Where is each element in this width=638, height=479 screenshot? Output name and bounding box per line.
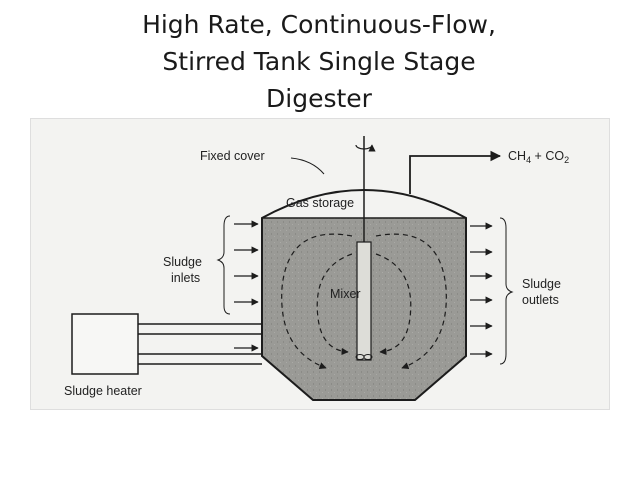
- inlet-arrows: [234, 220, 259, 352]
- label-gas-outlet: CH4 + CO2: [508, 149, 569, 165]
- title-line-1: High Rate, Continuous-Flow,: [142, 10, 496, 39]
- label-gas-storage: Gas storage: [286, 196, 354, 210]
- digester-diagram: Fixed cover Gas storage Mixer Sludge inl…: [30, 118, 610, 410]
- mixer-sleeve: [356, 241, 372, 361]
- tank-outline: [261, 189, 467, 401]
- label-sludge-inlets-2: inlets: [171, 271, 200, 285]
- slide-title: High Rate, Continuous-Flow, Stirred Tank…: [0, 6, 638, 114]
- gas-outlet-pipe: [409, 150, 502, 194]
- label-mixer: Mixer: [330, 287, 361, 301]
- label-sludge-heater: Sludge heater: [64, 384, 142, 398]
- label-sludge-outlets-1: Sludge: [522, 277, 561, 291]
- heater-pipes: [138, 323, 262, 365]
- title-line-3: Digester: [266, 84, 372, 113]
- outlet-arrows: [470, 222, 493, 358]
- title-line-2: Stirred Tank Single Stage: [162, 47, 476, 76]
- label-sludge-outlets-2: outlets: [522, 293, 559, 307]
- digester-drawing: Fixed cover Gas storage Mixer Sludge inl…: [64, 136, 569, 401]
- rotation-icon: [355, 144, 376, 152]
- sludge-heater-box: [71, 313, 139, 375]
- label-sludge-inlets-1: Sludge: [163, 255, 202, 269]
- circulation-arrows: [281, 233, 447, 370]
- label-fixed-cover: Fixed cover: [200, 149, 265, 163]
